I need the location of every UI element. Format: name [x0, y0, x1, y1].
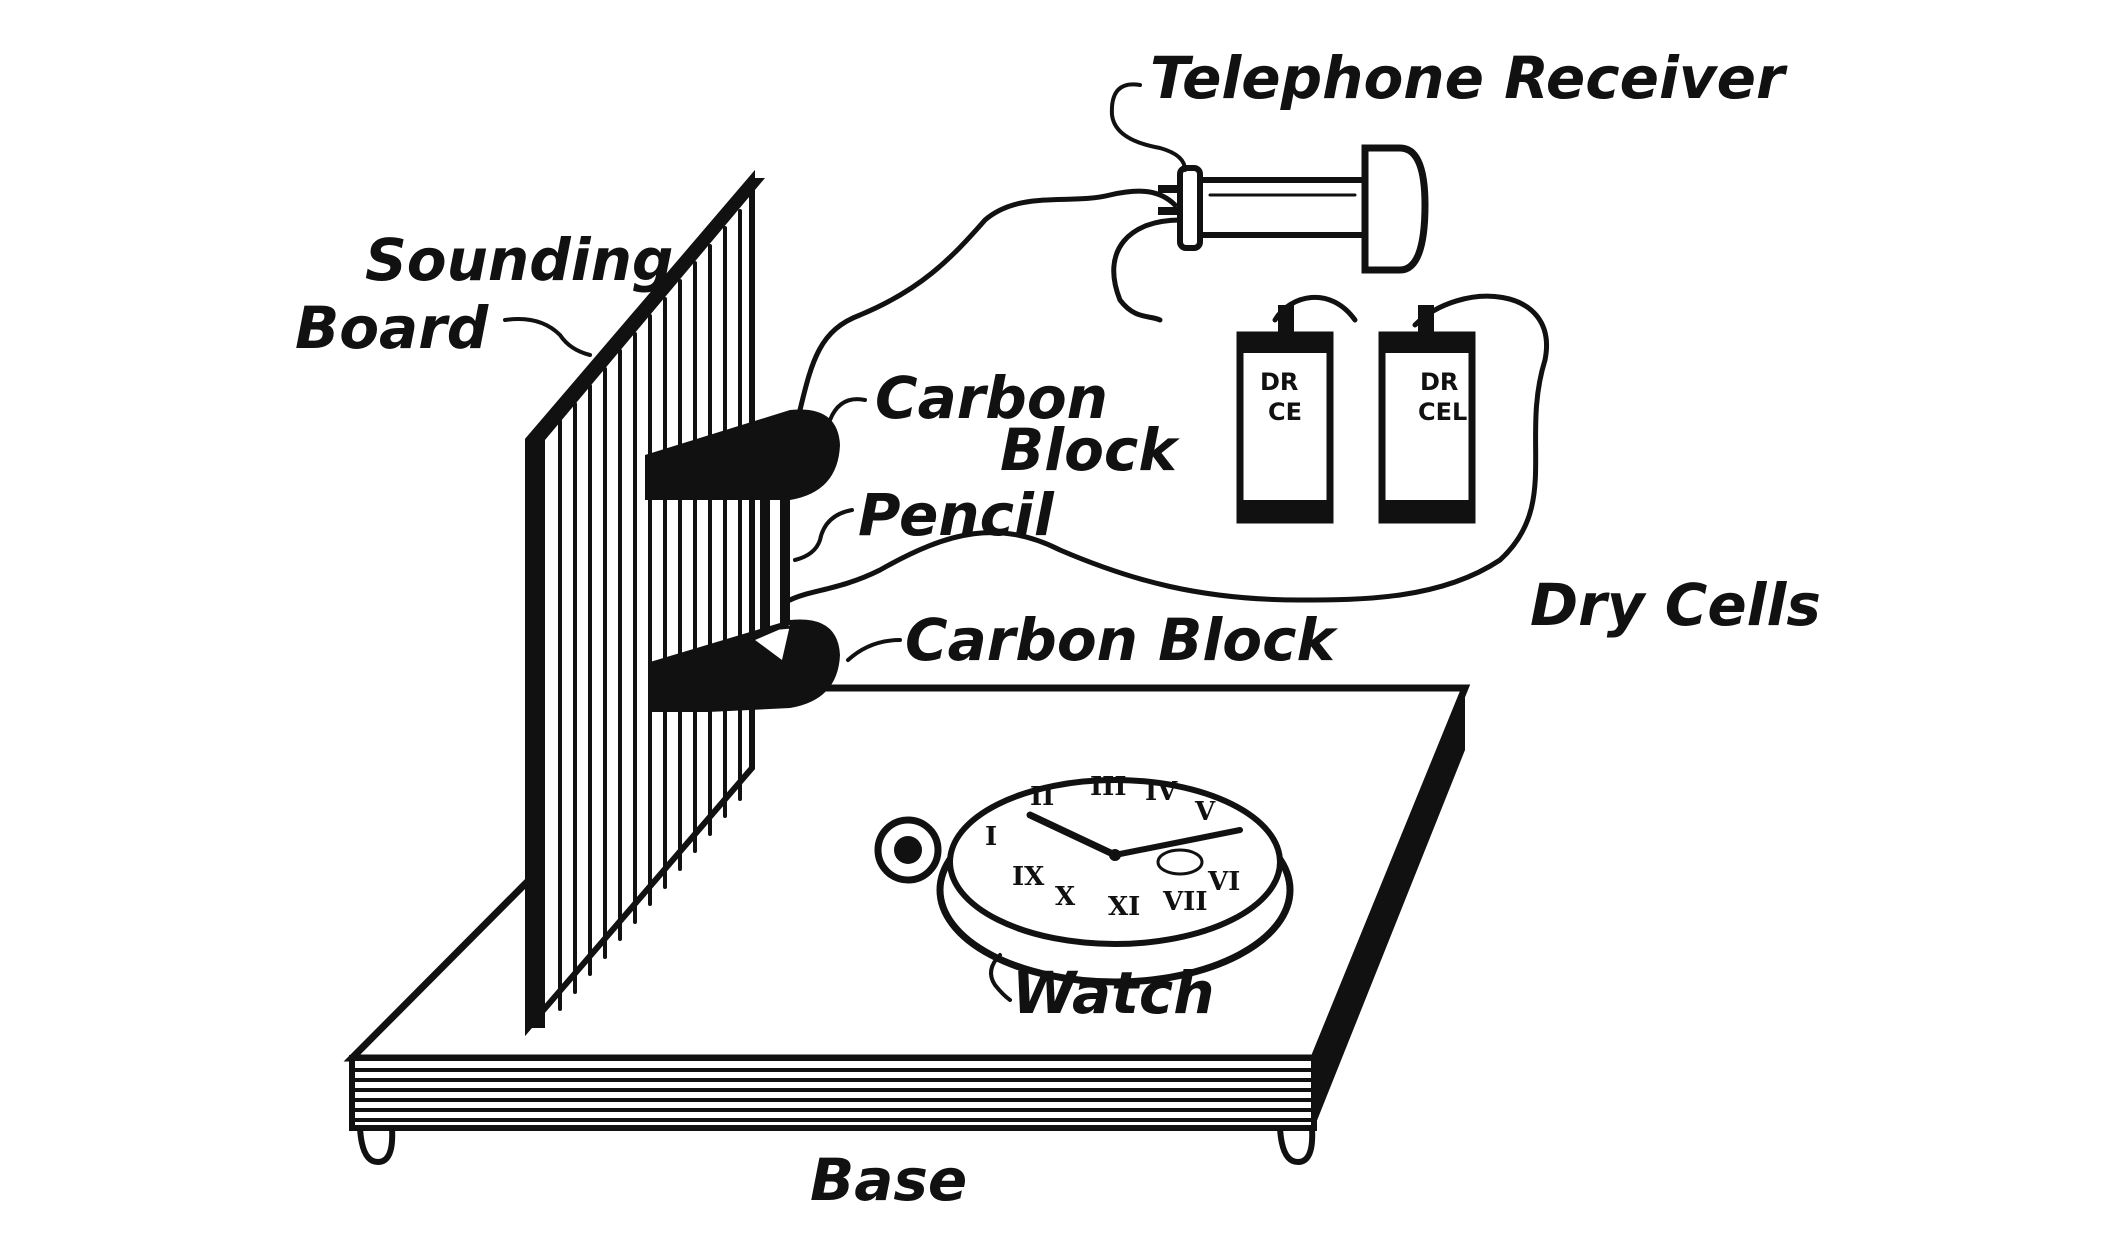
leader-lines [503, 82, 1187, 1002]
watch-minute-hand [1112, 827, 1243, 858]
label-dry-cells: Dry Cells [1530, 571, 1821, 639]
numeral-x: X [1055, 882, 1076, 912]
pocket-watch: IX X XI VII VI II III IV V I [874, 772, 1294, 986]
right-cell-text-2: CEL [1418, 398, 1467, 426]
numeral-ii: II [1030, 782, 1054, 812]
sounding-board [525, 169, 765, 1037]
label-watch: Watch [1012, 959, 1215, 1027]
numeral-vii: VII [1162, 887, 1208, 917]
telephone-receiver [1158, 144, 1429, 274]
numeral-iii: III [1090, 772, 1127, 802]
numeral-xi: XI [1108, 892, 1140, 922]
wires [787, 188, 1549, 603]
numeral-i: I [985, 822, 997, 852]
label-board: Board [295, 294, 489, 362]
label-base: Base [810, 1146, 967, 1214]
label-block-top: Block [1000, 416, 1180, 484]
left-cell-text-1: DR [1260, 368, 1298, 396]
numeral-ix: IX [1012, 862, 1045, 892]
label-pencil: Pencil [858, 481, 1055, 549]
numeral-v: V [1194, 797, 1216, 827]
pencil [760, 500, 790, 640]
base-foot-right [1277, 1125, 1316, 1165]
label-sounding: Sounding [365, 226, 673, 294]
label-carbon-top: Carbon [875, 364, 1108, 432]
left-cell-text-2: CE [1268, 398, 1302, 426]
base-platform [343, 684, 1471, 1165]
right-cell-text-1: DR [1420, 368, 1458, 396]
carbon-block-top [645, 409, 840, 500]
watch-hour-hand [1026, 811, 1119, 859]
dry-cell-left: DR CE [1236, 305, 1334, 524]
numeral-vi: VI [1207, 867, 1240, 897]
label-carbon-block-bottom: Carbon Block [905, 606, 1338, 674]
numeral-iv: IV [1145, 777, 1178, 807]
label-telephone-receiver: Telephone Receiver [1150, 44, 1788, 112]
base-foot-left [357, 1125, 396, 1165]
dry-cell-right: DR CEL [1378, 305, 1476, 524]
carbon-block-bottom [650, 619, 840, 712]
